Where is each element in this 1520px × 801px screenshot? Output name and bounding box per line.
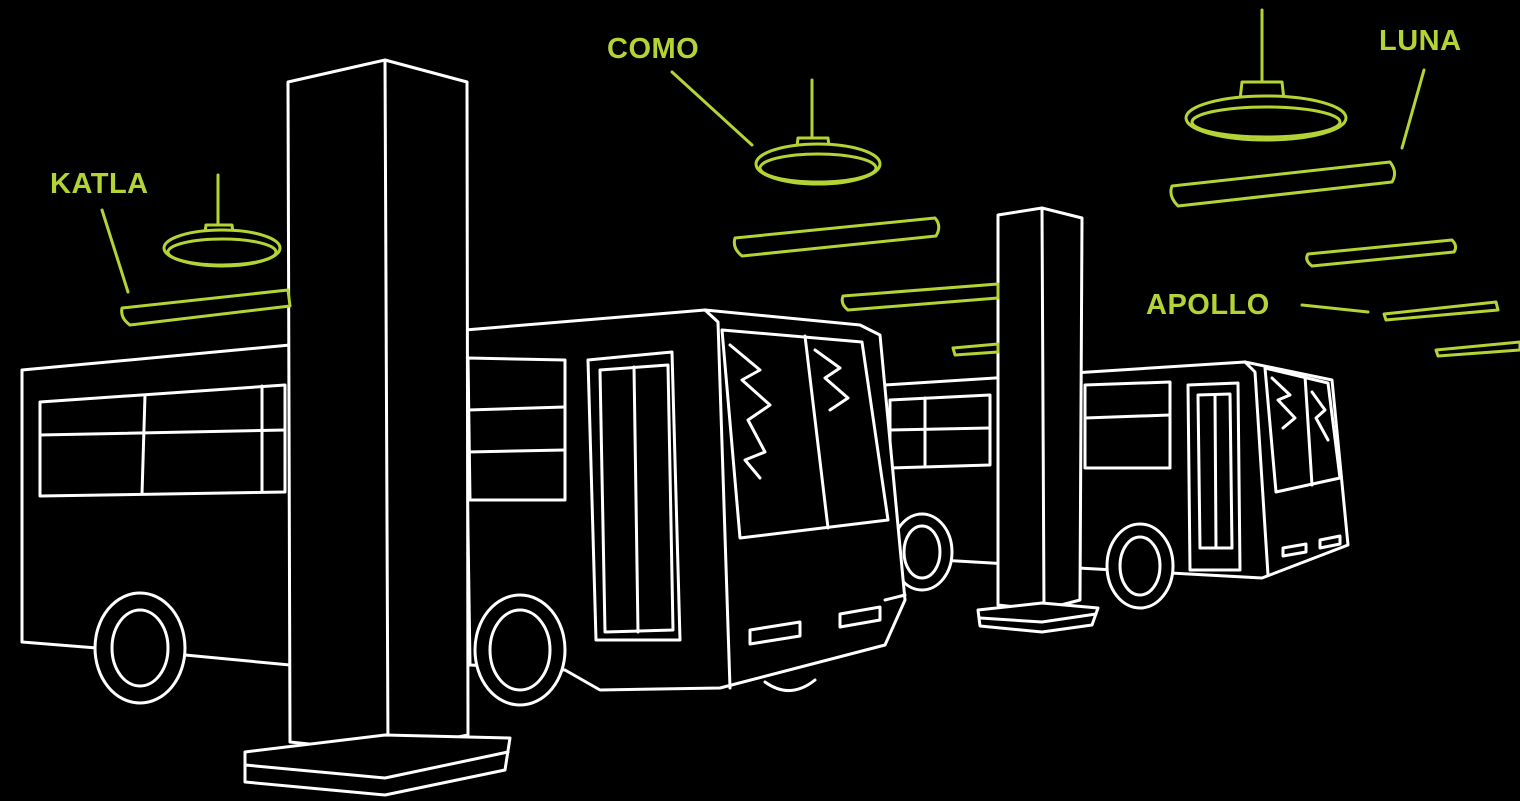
luna-linear-fixtures	[1171, 162, 1456, 266]
katla-leader-line	[102, 210, 128, 292]
luna-leader-line	[1402, 70, 1424, 148]
rear-bus	[885, 362, 1348, 608]
luna-label: LUNA	[1379, 27, 1462, 56]
como-leader-line	[672, 72, 752, 145]
apollo-linear-fixtures	[1384, 302, 1520, 356]
katla-luminaire	[164, 175, 280, 266]
front-bus	[465, 310, 905, 705]
katla-label: KATLA	[50, 170, 149, 199]
apollo-leader-line	[1302, 305, 1368, 312]
apollo-label: APOLLO	[1146, 291, 1270, 320]
como-label: COMO	[607, 35, 699, 64]
como-luminaire	[756, 80, 880, 184]
left-bus	[22, 345, 290, 703]
katla-linear-fixture	[122, 290, 290, 325]
luna-luminaire	[1186, 10, 1346, 140]
